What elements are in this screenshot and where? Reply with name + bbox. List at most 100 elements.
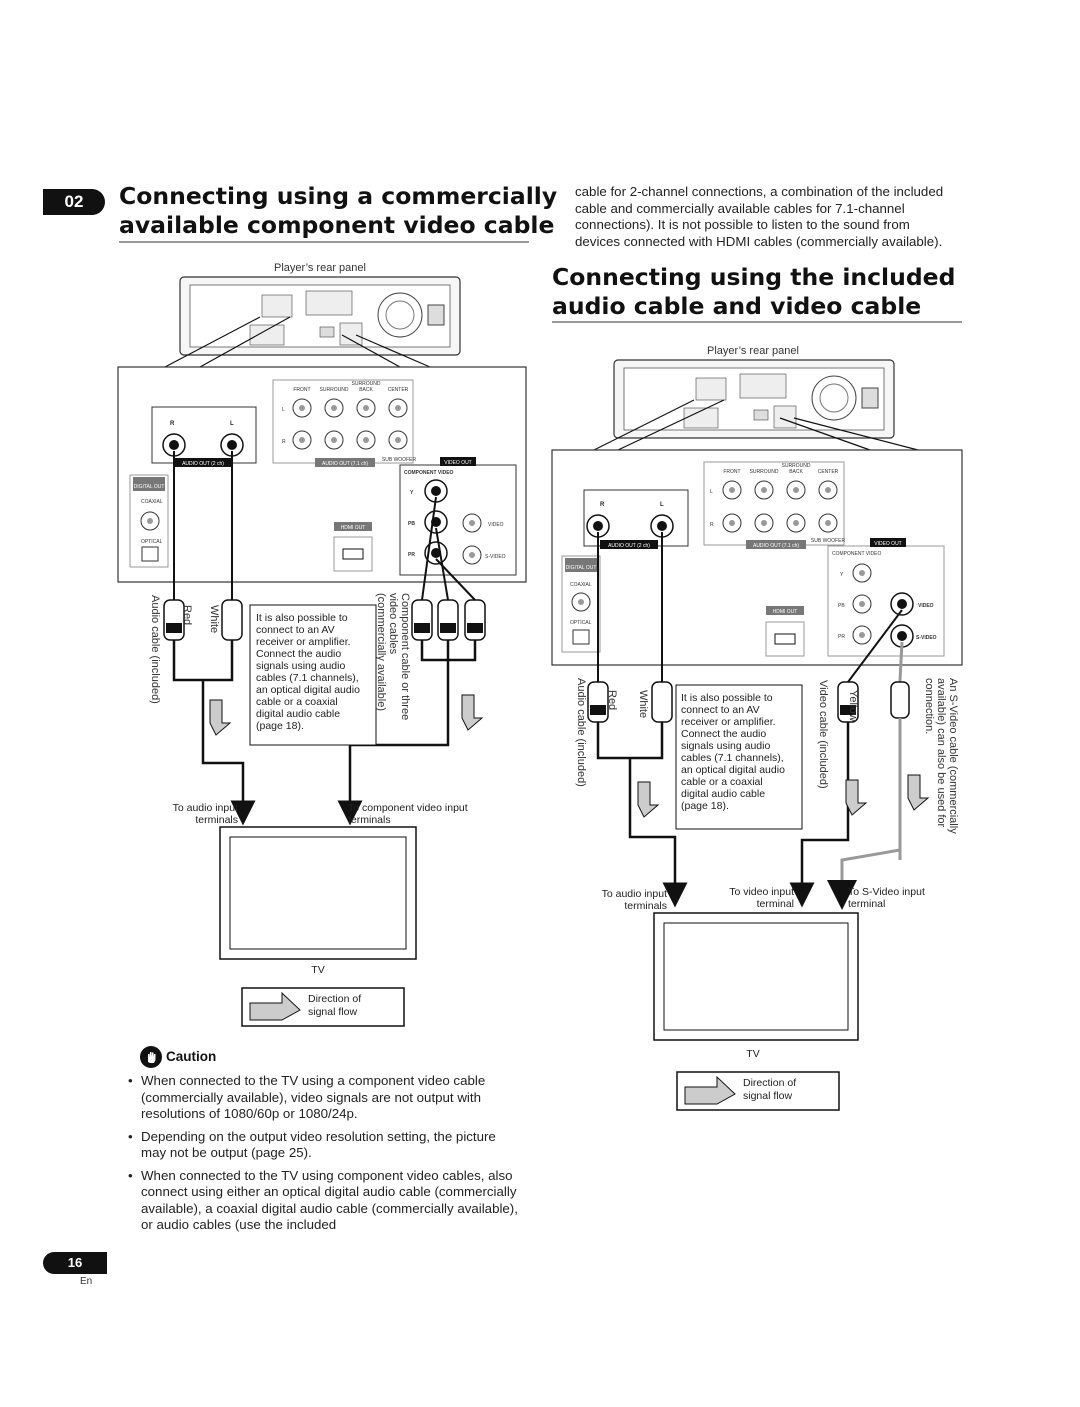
note-line: receiver or amplifier.	[256, 636, 351, 648]
left-surround2-label: SURROUND	[320, 387, 349, 393]
right-sub-woofer-label: SUB WOOFER	[811, 538, 846, 544]
note-line: cables (7.1 channels),	[256, 672, 359, 684]
note-line: cables (7.1 channels),	[681, 752, 784, 764]
right-svideo-note-3: connection.	[923, 678, 935, 734]
page-number: 16	[43, 1252, 107, 1274]
note-line: (page 18).	[256, 720, 304, 732]
left-video-out-label: VIDEO OUT	[444, 460, 472, 466]
intro-line: devices connected with HDMI cables (comm…	[575, 233, 943, 249]
left-legend: Direction of signal flow	[241, 987, 405, 1027]
left-digital-out-label: DIGITAL OUT	[134, 484, 165, 490]
left-component-cable-label2: video cables	[387, 593, 399, 655]
caution-bullet: When connected to the TV using a compone…	[128, 1073, 523, 1123]
right-audio-cable-label: Audio cable (included)	[575, 678, 587, 787]
left-video-label: VIDEO	[488, 522, 504, 528]
note-line: receiver or amplifier.	[681, 716, 776, 728]
language-label: En	[80, 1276, 93, 1287]
left-l-label: L	[230, 421, 234, 427]
right-heading-rule	[552, 321, 962, 323]
left-center-label: CENTER	[388, 387, 409, 393]
left-coaxial-label: COAXIAL	[141, 499, 163, 505]
right-legend-line1: Direction of	[743, 1077, 796, 1089]
right-component-video-label: COMPONENT VIDEO	[832, 551, 881, 557]
caution-bullet: Depending on the output video resolution…	[128, 1129, 523, 1162]
left-legend-line1: Direction of	[308, 993, 361, 1005]
caution-bullet: When connected to the TV using component…	[128, 1168, 523, 1234]
caution-title: Caution	[166, 1049, 217, 1064]
right-note-box: It is also possible to connect to an AV …	[675, 684, 803, 830]
right-heading-line2: audio cable and video cable	[552, 292, 922, 320]
right-white-label: White	[637, 690, 649, 718]
right-to-svideo-input: To S-Video input	[848, 886, 925, 898]
left-note-box: It is also possible to connect to an AV …	[249, 604, 377, 746]
right-audio-out-71ch-label: AUDIO OUT (7.1 ch)	[753, 543, 799, 549]
left-front-label: FRONT	[293, 387, 310, 393]
right-back-label: BACK	[789, 469, 803, 475]
right-pb-label: PB	[838, 603, 845, 609]
right-legend: Direction of signal flow	[676, 1071, 840, 1111]
left-audio-out-2ch-label: AUDIO OUT (2 ch)	[182, 461, 224, 467]
right-r-label: R	[600, 502, 605, 508]
right-to-audio-input: To audio input	[602, 888, 667, 900]
right-to-video-terminal: terminal	[757, 898, 794, 910]
left-to-audio-terminals: terminals	[195, 814, 238, 826]
right-video-label: VIDEO	[918, 603, 934, 609]
right-svideo-label: S-VIDEO	[916, 635, 937, 641]
right-tv	[653, 912, 859, 1041]
left-heading-rule	[119, 241, 529, 243]
right-svideo-note-1: An S-Video cable (commercially	[947, 678, 959, 834]
left-zoom-panel: R L AUDIO OUT (2 ch) SURROUND FRONT SURR…	[117, 366, 527, 583]
left-optical-label: OPTICAL	[141, 539, 163, 545]
note-line: (page 18).	[681, 800, 729, 812]
right-svideo-note-2: available) can also be used for	[935, 678, 947, 828]
right-red-label: Red	[606, 690, 618, 710]
note-line: connect to an AV	[681, 704, 760, 716]
left-to-component-terminals: terminals	[348, 814, 391, 826]
right-71-r-label: R	[710, 522, 714, 528]
left-component-video-label: COMPONENT VIDEO	[404, 470, 454, 476]
left-connection-diagram: Player’s rear panel R L AUDIO OUT (2 ch)…	[117, 262, 527, 1027]
right-player-device	[613, 359, 895, 439]
left-component-cable-label3: (commercially available)	[375, 593, 387, 711]
right-connection-diagram: Player’s rear panel R L AUDIO OUT (2 ch)…	[551, 345, 963, 1111]
right-front-label: FRONT	[723, 469, 740, 475]
right-y-label: Y	[840, 572, 844, 578]
note-line: cable or a coaxial	[681, 776, 763, 788]
left-audio-out-71ch-label: AUDIO OUT (7.1 ch)	[322, 461, 368, 467]
left-white-plug	[221, 599, 243, 641]
note-line: an optical digital audio	[256, 684, 360, 696]
right-pr-label: PR	[838, 634, 845, 640]
right-71-l-label: L	[710, 489, 713, 495]
right-svideo-plug	[890, 681, 910, 719]
left-heading-line2: available component video cable	[119, 211, 555, 239]
right-surround2-label: SURROUND	[750, 469, 779, 475]
left-player-device	[179, 276, 461, 356]
right-audio-out-2ch-label: AUDIO OUT (2 ch)	[608, 543, 650, 549]
left-heading-line1: Connecting using a commercially	[119, 182, 558, 210]
left-r-label: R	[170, 421, 175, 427]
left-svideo-label: S-VIDEO	[485, 554, 506, 560]
left-pb-label: PB	[408, 521, 415, 527]
right-zoom-panel: R L AUDIO OUT (2 ch) SURROUND FRONT SURR…	[551, 449, 963, 666]
note-line: It is also possible to	[256, 612, 348, 624]
note-line: an optical digital audio	[681, 764, 785, 776]
chapter-badge: 02	[43, 189, 105, 215]
right-optical-label: OPTICAL	[570, 620, 592, 626]
intro-line: cable and commercially available cables …	[575, 200, 905, 216]
left-71-r-label: R	[282, 439, 286, 445]
left-71-l-label: L	[282, 407, 285, 413]
left-pr-label: PR	[408, 552, 415, 558]
right-center-label: CENTER	[818, 469, 839, 475]
left-back-label: BACK	[359, 387, 373, 393]
left-audio-cable-label: Audio cable (included)	[149, 595, 161, 704]
right-video-out-label: VIDEO OUT	[874, 541, 902, 547]
note-line: digital audio cable	[681, 788, 765, 800]
right-coaxial-label: COAXIAL	[570, 582, 592, 588]
right-tv-label: TV	[746, 1048, 759, 1060]
note-line: Connect the audio	[681, 728, 766, 740]
note-line: connect to an AV	[256, 624, 335, 636]
intro-line: cable for 2-channel connections, a combi…	[575, 184, 944, 199]
note-line: cable or a coaxial	[256, 696, 338, 708]
right-hdmi-out-label: HDMI OUT	[773, 609, 798, 615]
caution-list: When connected to the TV using a compone…	[128, 1073, 523, 1240]
